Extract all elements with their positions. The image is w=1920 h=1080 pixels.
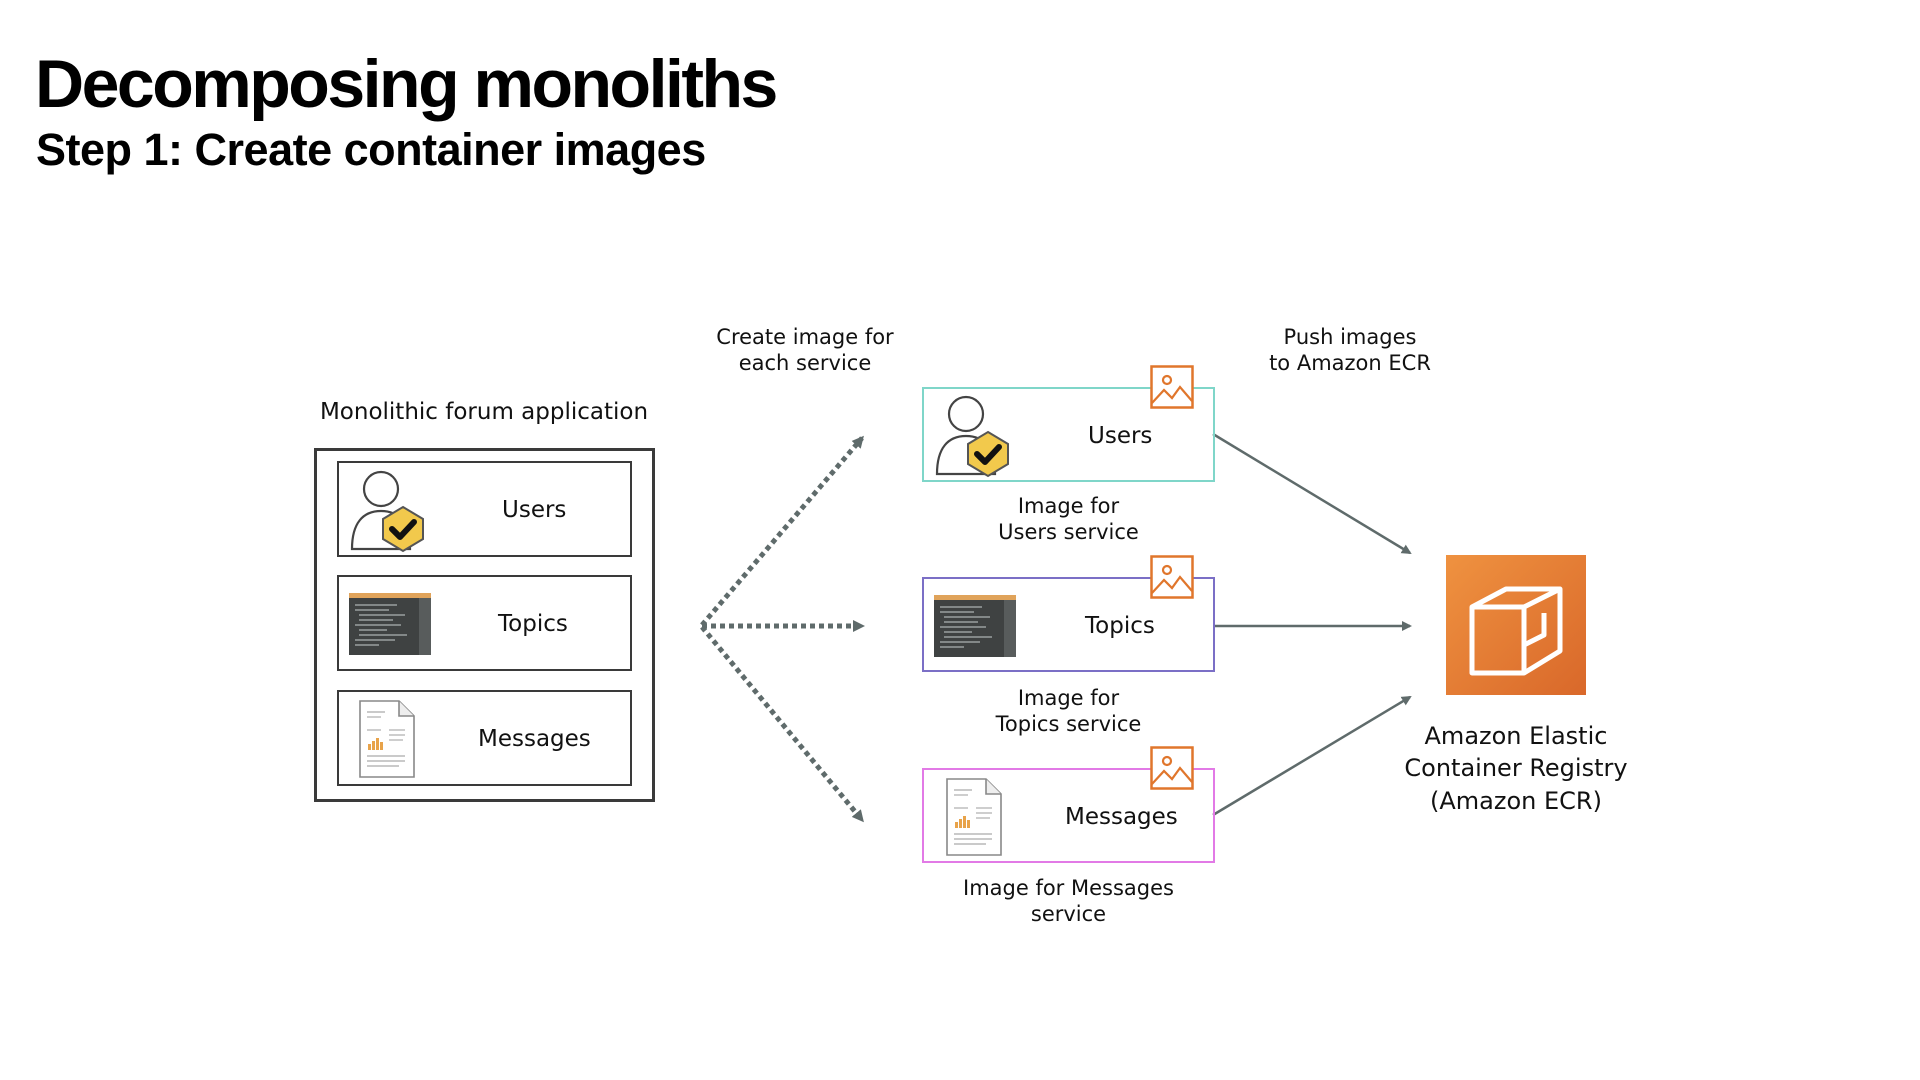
image-caption-topics: Image for Topics service xyxy=(995,686,1142,737)
push-arrow-messages xyxy=(1212,695,1412,817)
image-caption-messages: Image for Messages service xyxy=(963,876,1174,927)
monolith-container xyxy=(314,448,655,802)
image-card-users: Users xyxy=(922,387,1215,482)
image-caption-users: Image for Users service xyxy=(998,494,1139,545)
create-arrow-users xyxy=(700,435,864,627)
image-badge-icon xyxy=(1150,365,1194,409)
push-arrow-users xyxy=(1212,432,1412,555)
push-images-label: Push images to Amazon ECR xyxy=(1269,325,1431,376)
slide-subtitle: Step 1: Create container images xyxy=(36,124,706,175)
monolith-module-users: Users xyxy=(337,461,632,557)
image-card-label: Topics xyxy=(1085,613,1155,639)
image-badge-icon xyxy=(1150,746,1194,790)
code-window-icon xyxy=(349,593,431,655)
monolith-label: Monolithic forum application xyxy=(319,399,649,425)
monolith-module-label: Topics xyxy=(498,611,568,637)
user-shield-icon xyxy=(350,470,424,553)
document-icon xyxy=(946,778,1002,856)
document-icon xyxy=(359,700,415,778)
image-card-messages: Messages xyxy=(922,768,1215,863)
image-card-label: Users xyxy=(1088,423,1153,449)
monolith-module-messages: Messages xyxy=(337,690,632,786)
image-badge-icon xyxy=(1150,555,1194,599)
ecr-cube-icon xyxy=(1469,586,1563,676)
monolith-module-topics: Topics xyxy=(337,575,632,671)
monolith-module-label: Users xyxy=(502,497,567,523)
user-shield-icon xyxy=(935,395,1009,478)
code-window-icon xyxy=(934,595,1016,657)
create-arrow-messages xyxy=(700,625,864,823)
image-card-topics: Topics xyxy=(922,577,1215,672)
slide-title: Decomposing monoliths xyxy=(35,46,778,122)
create-image-label: Create image for each service xyxy=(716,325,894,376)
ecr-label: Amazon Elastic Container Registry (Amazo… xyxy=(1404,722,1628,815)
monolith-module-label: Messages xyxy=(478,726,591,752)
ecr-icon xyxy=(1446,555,1586,695)
image-card-label: Messages xyxy=(1065,804,1178,830)
